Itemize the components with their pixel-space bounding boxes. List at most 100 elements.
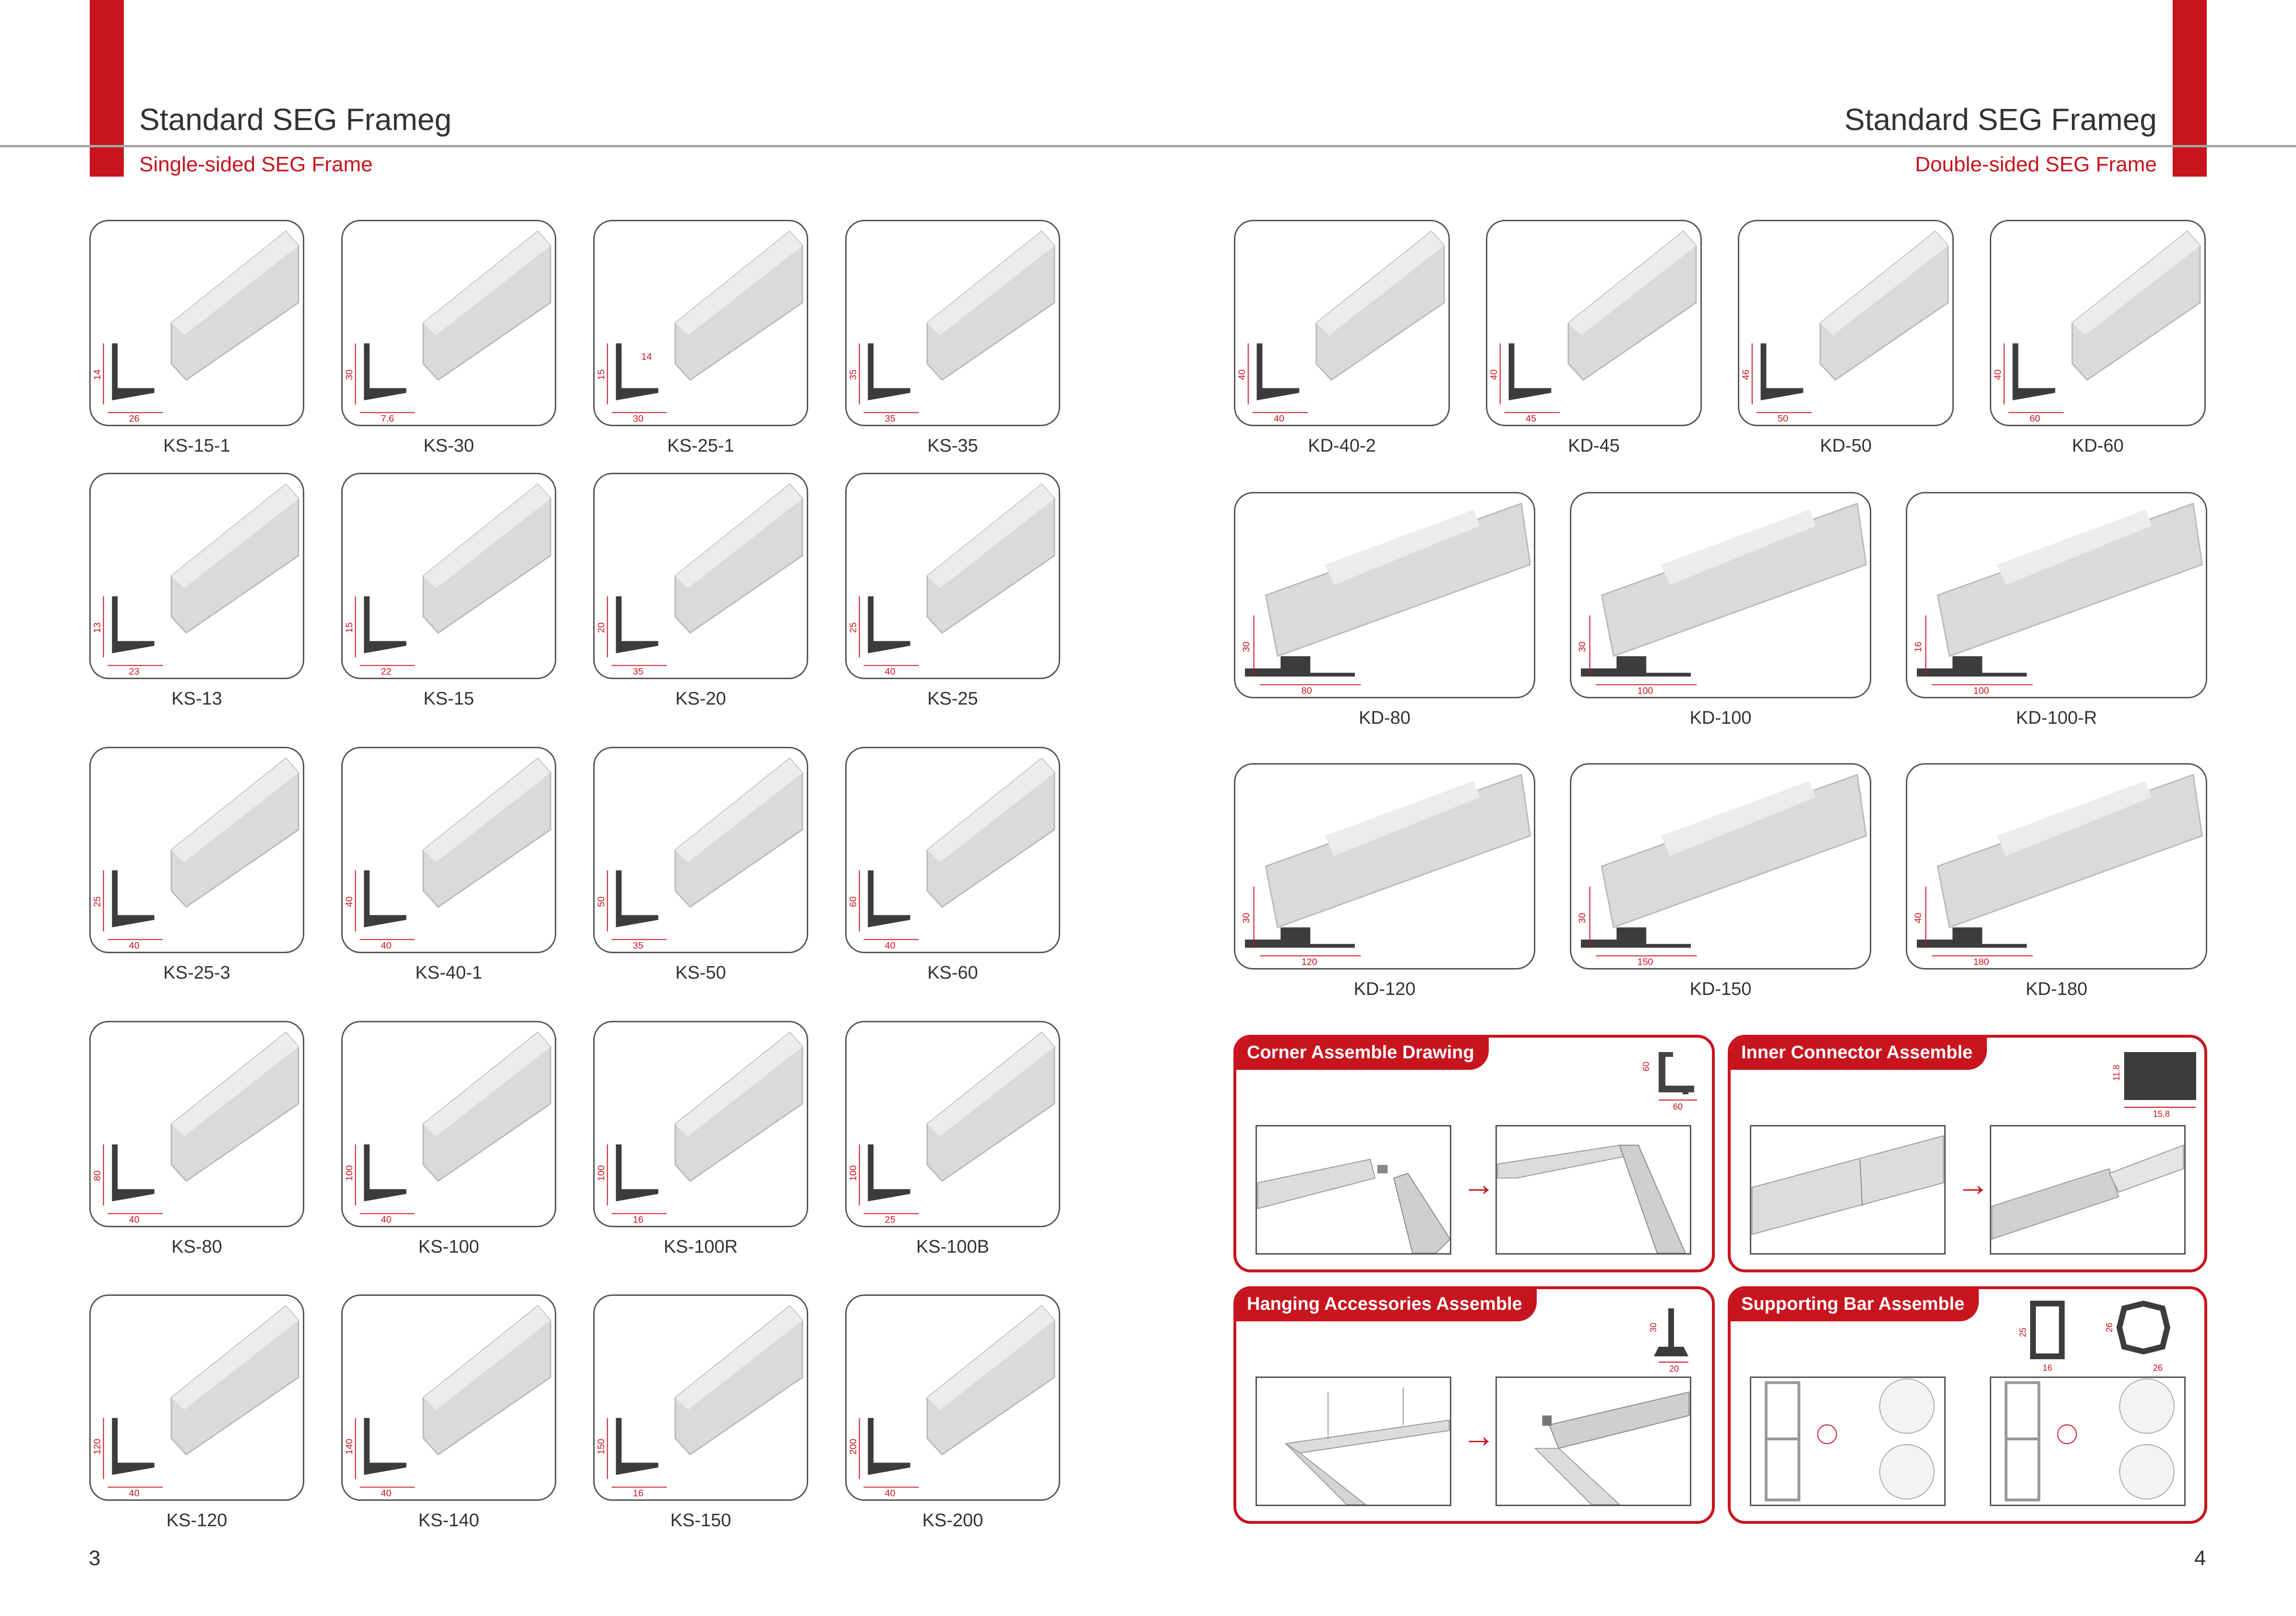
dim-height: 60	[848, 897, 859, 907]
connector-arrow: →	[1956, 1165, 1990, 1203]
product-model-label: KS-50	[675, 963, 726, 983]
product-model-label: KD-100	[1689, 708, 1752, 728]
dim-width: 40	[129, 1215, 140, 1225]
dim-width: 16	[633, 1215, 644, 1225]
connector-step1-image	[1750, 1125, 1946, 1255]
product-card: 120 40	[89, 1294, 304, 1501]
dim-height: 80	[92, 1171, 103, 1181]
hanging-dim-width: 20	[1669, 1364, 1679, 1374]
dim-width: 40	[129, 1488, 140, 1499]
product-model-label: KD-150	[1689, 979, 1752, 999]
product-model-label: KS-100	[418, 1237, 479, 1257]
dim-height: 40	[1913, 913, 1924, 923]
dim-height: 16	[1913, 642, 1924, 652]
profile-illustration: 80 40	[92, 1031, 299, 1225]
hanging-accessories-title: Hanging Accessories Assemble	[1236, 1289, 1537, 1321]
product-card: 15 30 14	[593, 220, 808, 426]
product-model-label: KS-40-1	[415, 963, 482, 983]
dim-width: 7.6	[381, 414, 394, 424]
hanging-accessories-panel: Hanging Accessories Assemble 30 20 →	[1233, 1286, 1715, 1524]
dim-height: 30	[1241, 913, 1252, 923]
dim-width: 45	[1526, 414, 1536, 424]
dim-width: 150	[1638, 957, 1653, 968]
dim-height: 120	[92, 1439, 103, 1455]
dim-extra: 14	[641, 351, 652, 362]
dim-height: 30	[1241, 642, 1252, 652]
dim-width: 35	[633, 667, 644, 677]
dim-width: 26	[129, 414, 140, 424]
dim-width: 40	[381, 1488, 392, 1499]
product-model-label: KS-140	[418, 1510, 479, 1531]
dim-height: 46	[1741, 370, 1751, 380]
dim-height: 15	[344, 622, 355, 633]
connector-dim-width: 15.8	[2153, 1109, 2170, 1119]
product-model-label: KS-80	[171, 1237, 222, 1257]
dim-width: 35	[885, 414, 896, 424]
dim-width: 100	[1973, 686, 1989, 696]
bar-dim-b: 16	[2043, 1363, 2052, 1373]
inner-connector-title: Inner Connector Assemble	[1731, 1038, 1987, 1070]
corner-step2-image	[1495, 1125, 1691, 1255]
product-model-label: KD-180	[2025, 979, 2088, 999]
dim-height: 25	[848, 622, 859, 633]
product-model-label: KS-20	[675, 689, 726, 709]
bar-dim-a: 25	[2018, 1328, 2028, 1337]
supporting-bar-title: Supporting Bar Assemble	[1731, 1289, 1979, 1321]
dim-height: 40	[1489, 370, 1499, 380]
bar-dim-c: 26	[2105, 1323, 2114, 1332]
inner-connector-drawing: 11.8 15.8	[2112, 1052, 2196, 1119]
profile-illustration: 307.6	[344, 230, 551, 424]
dim-width: 25	[885, 1215, 896, 1225]
corner-dim-width: 60	[1673, 1102, 1683, 1112]
dim-height: 40	[344, 897, 355, 907]
supporting-step2-image	[1990, 1377, 2186, 1506]
connector-dim-height: 11.8	[2112, 1065, 2121, 1081]
corner-dim-height: 60	[1641, 1062, 1651, 1071]
product-model-label: KS-13	[171, 689, 222, 709]
profile-illustration: 30 150	[1577, 774, 1867, 968]
left-red-bar	[90, 0, 124, 177]
dim-width: 30	[633, 414, 644, 424]
supporting-bar-drawings: 25 16 26 26	[2018, 1300, 2171, 1373]
dim-height: 30	[1577, 642, 1588, 652]
dim-height: 40	[1237, 370, 1247, 380]
product-model-label: KD-50	[1820, 436, 1872, 456]
dim-height: 13	[92, 622, 103, 633]
dim-width: 40	[885, 667, 896, 677]
supporting-bar-panel: Supporting Bar Assemble 25 16 26 26	[1728, 1286, 2207, 1524]
dim-height: 15	[596, 370, 607, 380]
header-rule	[0, 145, 2296, 147]
left-page-number: 3	[89, 1546, 101, 1570]
left-page-title: Standard SEG Frameg	[139, 102, 452, 137]
profile-illustration: 40 45	[1489, 230, 1697, 424]
dim-height: 30	[1577, 913, 1588, 923]
product-model-label: KS-60	[927, 963, 978, 983]
dim-height: 100	[344, 1165, 355, 1181]
hanging-arrow: →	[1462, 1417, 1495, 1454]
dim-height: 40	[1993, 370, 2003, 380]
product-model-label: KS-35	[927, 436, 978, 456]
product-model-label: KS-15-1	[163, 436, 230, 456]
profile-illustration: 16 100	[1913, 503, 2203, 696]
dim-width: 22	[381, 667, 392, 677]
dim-height: 25	[92, 897, 103, 907]
